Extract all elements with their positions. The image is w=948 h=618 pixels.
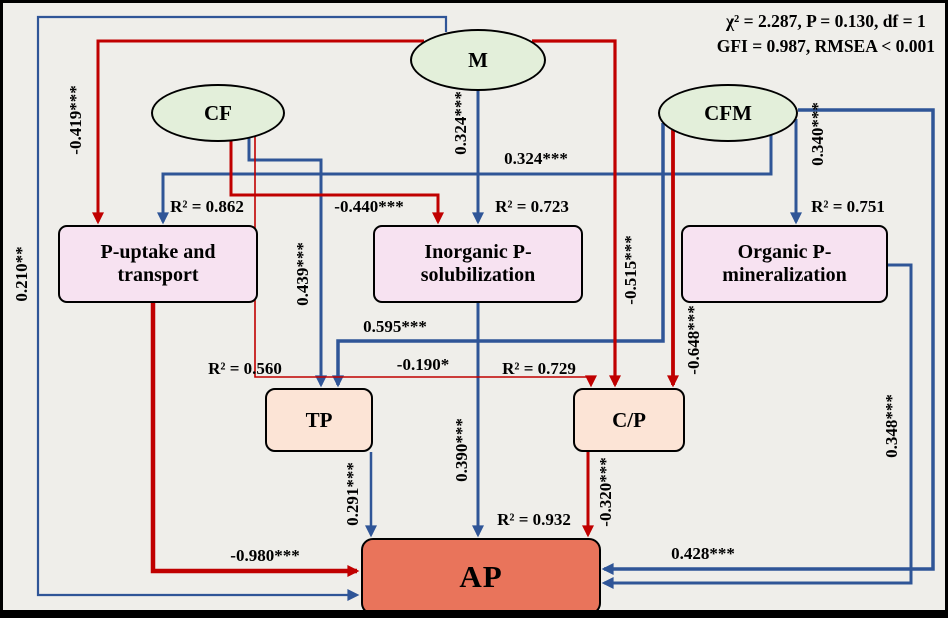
- coef-cfm-organic: 0.340***: [808, 102, 827, 166]
- coef-cfm-ap: 0.428***: [671, 544, 735, 563]
- edge-cf-to-inorganic: [229, 141, 444, 225]
- r2-cp: R² = 0.729: [502, 359, 576, 378]
- coef-cf-inorganic: -0.440***: [334, 197, 404, 216]
- edge-m-to-p-uptake: [92, 39, 424, 225]
- r2-inorganic: R² = 0.723: [495, 197, 569, 216]
- r2-organic: R² = 0.751: [811, 197, 885, 216]
- coef-m-cp: -0.515***: [621, 235, 640, 305]
- edge-cfm-to-tp: [332, 123, 665, 388]
- coef-cfm-p-uptake: 0.324***: [504, 149, 568, 168]
- coef-cfm-tp: 0.595***: [363, 317, 427, 336]
- node-cf: CF: [151, 84, 285, 142]
- edge-m-to-cp: [532, 39, 621, 388]
- coef-p-uptake-ap: -0.980***: [230, 546, 300, 565]
- coef-organic-ap: 0.348***: [882, 394, 901, 458]
- coef-m-p-uptake: -0.419***: [66, 85, 85, 155]
- r2-ap: R² = 0.932: [497, 510, 571, 529]
- edge-cf-to-tp: [247, 138, 327, 388]
- edge-cfm-to-ap: [601, 108, 935, 575]
- coef-m-inorganic: 0.324***: [451, 91, 470, 155]
- coef-cp-ap: -0.320***: [596, 457, 615, 527]
- node-organic-label: Organic P-mineralization: [722, 241, 847, 286]
- node-m: M: [410, 29, 546, 91]
- r2-tp: R² = 0.560: [208, 359, 282, 378]
- node-tp: TP: [265, 388, 373, 452]
- coef-cf-cp: -0.190*: [396, 355, 450, 374]
- node-ap-label: AP: [459, 558, 503, 594]
- edge-m-to-ap: [36, 15, 448, 601]
- node-cf-label: CF: [204, 100, 232, 125]
- node-cfm: CFM: [658, 84, 798, 142]
- model-fit-statistics: χ² = 2.287, P = 0.130, df = 1 GFI = 0.98…: [717, 9, 935, 60]
- edge-layer: [36, 15, 935, 601]
- coef-tp-ap: 0.291***: [343, 462, 362, 526]
- coef-m-ap: 0.210**: [12, 246, 31, 302]
- edge-p-uptake-to-ap: [150, 303, 360, 577]
- node-p-uptake-label: P-uptake and transport: [100, 241, 216, 286]
- node-tp-label: TP: [305, 407, 333, 432]
- fit-stat-line1: χ² = 2.287, P = 0.130, df = 1: [725, 11, 926, 31]
- node-ap: AP: [361, 538, 601, 610]
- edge-organic-to-ap: [601, 263, 913, 589]
- node-cp-label: C/P: [612, 407, 646, 432]
- coef-inorganic-ap: 0.390***: [452, 418, 471, 482]
- node-p-uptake: P-uptake and transport: [58, 225, 258, 303]
- fit-stat-line2: GFI = 0.987, RMSEA < 0.001: [716, 36, 935, 57]
- coef-cfm-cp: -0.648***: [684, 305, 703, 375]
- node-cfm-label: CFM: [704, 100, 752, 125]
- node-organic: Organic P-mineralization: [681, 225, 888, 303]
- coef-cf-tp: 0.439***: [293, 242, 312, 306]
- node-inorganic: Inorganic P-solubilization: [373, 225, 583, 303]
- edge-cfm-to-p-uptake: [157, 135, 773, 225]
- node-cp: C/P: [573, 388, 685, 452]
- node-inorganic-label: Inorganic P-solubilization: [420, 241, 536, 286]
- r2-p-uptake: R² = 0.862: [170, 197, 244, 216]
- node-m-label: M: [468, 47, 488, 72]
